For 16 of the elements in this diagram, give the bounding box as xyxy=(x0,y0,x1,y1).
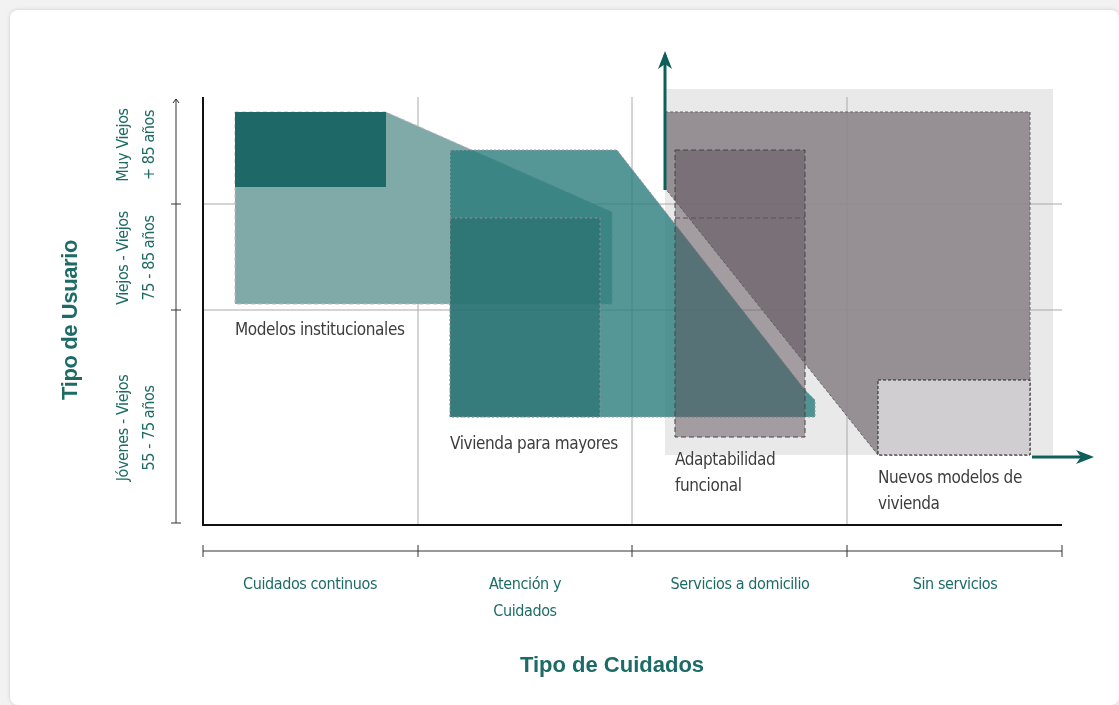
axis-tick-label: 55 - 75 años xyxy=(138,385,158,471)
region-label: Nuevos modelos de vivienda xyxy=(878,466,1023,515)
axis-tick-label: Viejos - Viejos xyxy=(112,211,132,305)
axis-tick-label: Jóvenes - Viejos xyxy=(112,374,132,482)
axis-tick-label: 75 - 85 años xyxy=(138,215,158,301)
axis-tick-label: Cuidados continuos xyxy=(242,573,378,595)
axis-tick-label: Servicios a domicilio xyxy=(669,573,811,595)
axis-tick-label: + 85 años xyxy=(138,109,158,181)
axis-tick-label: Atención y Cuidados xyxy=(487,573,563,622)
axis-tick-label: Muy Viejos xyxy=(112,108,132,182)
region-label: Adaptabilidad funcional xyxy=(675,448,777,497)
axis-title: Tipo de Usuario xyxy=(57,240,83,400)
axis-tick-label: Sin servicios xyxy=(911,573,999,595)
region-label: Vivienda para mayores xyxy=(450,432,619,455)
axis-title: Tipo de Cuidados xyxy=(519,652,705,678)
region-label: Modelos institucionales xyxy=(235,318,406,341)
